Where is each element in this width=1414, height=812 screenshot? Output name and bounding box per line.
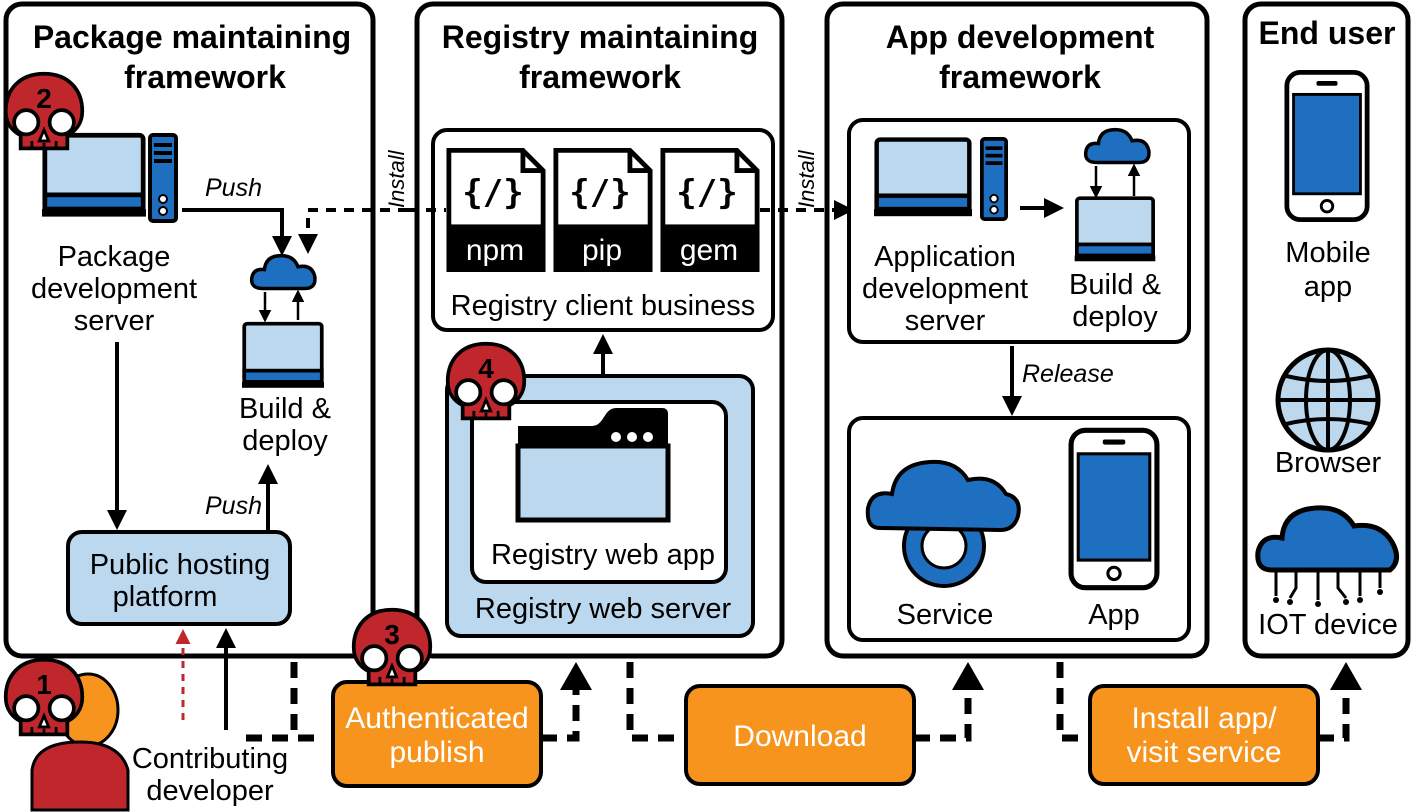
flow-registry-down bbox=[626, 662, 686, 742]
gem-symbol: {/} bbox=[676, 173, 737, 213]
app-build-label-1: Build & bbox=[1069, 269, 1161, 301]
hosting-label-2: platform bbox=[113, 581, 218, 613]
arrowhead-install bbox=[1330, 662, 1362, 690]
package-build-label-1: Build & bbox=[239, 393, 331, 425]
registry-title-line1: Registry maintaining bbox=[442, 19, 759, 55]
install-label-2: visit service bbox=[1126, 736, 1281, 769]
arrowhead-download bbox=[952, 662, 984, 690]
npm-label: npm bbox=[466, 234, 524, 267]
build-monitor-icon bbox=[242, 321, 324, 390]
authenticated-publish-box bbox=[331, 680, 543, 788]
package-title-line2: framework bbox=[124, 59, 286, 95]
push-top-label: Push bbox=[205, 174, 262, 202]
package-title-line1: Package maintaining bbox=[33, 19, 351, 55]
client-pip: {/} pip bbox=[556, 150, 650, 269]
threat-number-4: 4 bbox=[478, 353, 494, 384]
build-monitor-icon bbox=[1074, 196, 1156, 262]
enduser-title: End user bbox=[1259, 15, 1396, 51]
package-server-label-3: server bbox=[74, 305, 155, 337]
flow-download-up bbox=[914, 682, 972, 742]
app-title-line2: framework bbox=[939, 59, 1101, 95]
install-label-left: Install bbox=[384, 149, 409, 208]
threat-skull-4: 4 bbox=[445, 341, 527, 421]
npm-symbol: {/} bbox=[462, 173, 523, 213]
client-gem: {/} gem bbox=[663, 150, 757, 269]
package-server-label-1: Package bbox=[58, 241, 171, 273]
iot-label: IOT device bbox=[1258, 609, 1398, 641]
server-tower-icon bbox=[150, 135, 176, 221]
app-build-label-2: deploy bbox=[1072, 301, 1158, 333]
app-server-label-3: server bbox=[905, 305, 986, 337]
install-app-box bbox=[1088, 684, 1320, 786]
iot-cloud-icon bbox=[1255, 505, 1399, 607]
smartphone-icon bbox=[1287, 72, 1367, 219]
web-server-label: Registry web server bbox=[475, 593, 732, 625]
install-to-package-arrow bbox=[298, 208, 408, 254]
install-label-right: Install bbox=[794, 149, 819, 208]
developer-label-1: Contributing bbox=[132, 743, 288, 775]
cloud-gear-icon bbox=[865, 459, 1021, 588]
client-npm: {/} npm bbox=[449, 150, 543, 269]
threat-skull-3: 3 bbox=[351, 607, 433, 687]
registry-title-line2: framework bbox=[519, 59, 681, 95]
app-label: App bbox=[1088, 599, 1140, 631]
flow-install-up bbox=[1318, 682, 1350, 742]
package-server-label-2: development bbox=[31, 273, 197, 305]
flow-publish-up bbox=[541, 682, 580, 742]
flow-app-down bbox=[1056, 662, 1090, 742]
server-tower-icon bbox=[980, 136, 1008, 222]
smartphone-icon bbox=[1071, 430, 1157, 587]
pip-symbol: {/} bbox=[569, 173, 630, 213]
push-bottom-label: Push bbox=[205, 492, 262, 520]
globe-icon bbox=[1275, 347, 1381, 453]
client-business-label: Registry client business bbox=[451, 290, 756, 322]
app-server-label-2: development bbox=[862, 273, 1028, 305]
arrowhead-publish bbox=[560, 662, 592, 690]
package-build-label-2: deploy bbox=[242, 425, 328, 457]
threat-skull-2: 2 bbox=[3, 71, 85, 151]
developer-label-2: developer bbox=[146, 775, 274, 807]
push-top-arrow bbox=[182, 208, 292, 256]
publish-label-2: publish bbox=[389, 736, 484, 769]
install-label-1: Install app/ bbox=[1131, 702, 1277, 735]
mobile-label-2: app bbox=[1304, 271, 1352, 303]
mobile-label-1: Mobile bbox=[1285, 237, 1370, 269]
public-hosting-box bbox=[66, 530, 292, 626]
service-label: Service bbox=[897, 599, 994, 631]
release-label: Release bbox=[1022, 360, 1114, 388]
desktop-monitor-icon bbox=[874, 140, 972, 217]
pip-label: pip bbox=[582, 234, 622, 267]
threat-number-1: 1 bbox=[36, 669, 52, 700]
publish-label-1: Authenticated bbox=[345, 702, 528, 735]
threat-number-2: 2 bbox=[36, 83, 52, 114]
threat-number-3: 3 bbox=[384, 619, 400, 650]
app-title-line1: App development bbox=[886, 19, 1155, 55]
download-label: Download bbox=[733, 720, 866, 753]
threat-skull-1: 1 bbox=[3, 657, 85, 737]
browser-label: Browser bbox=[1275, 447, 1382, 479]
hosting-label-1: Public hosting bbox=[90, 549, 271, 581]
browser-window-icon bbox=[515, 408, 671, 523]
app-server-label-1: Application bbox=[874, 241, 1016, 273]
web-app-label: Registry web app bbox=[491, 539, 715, 571]
gem-label: gem bbox=[680, 234, 738, 267]
